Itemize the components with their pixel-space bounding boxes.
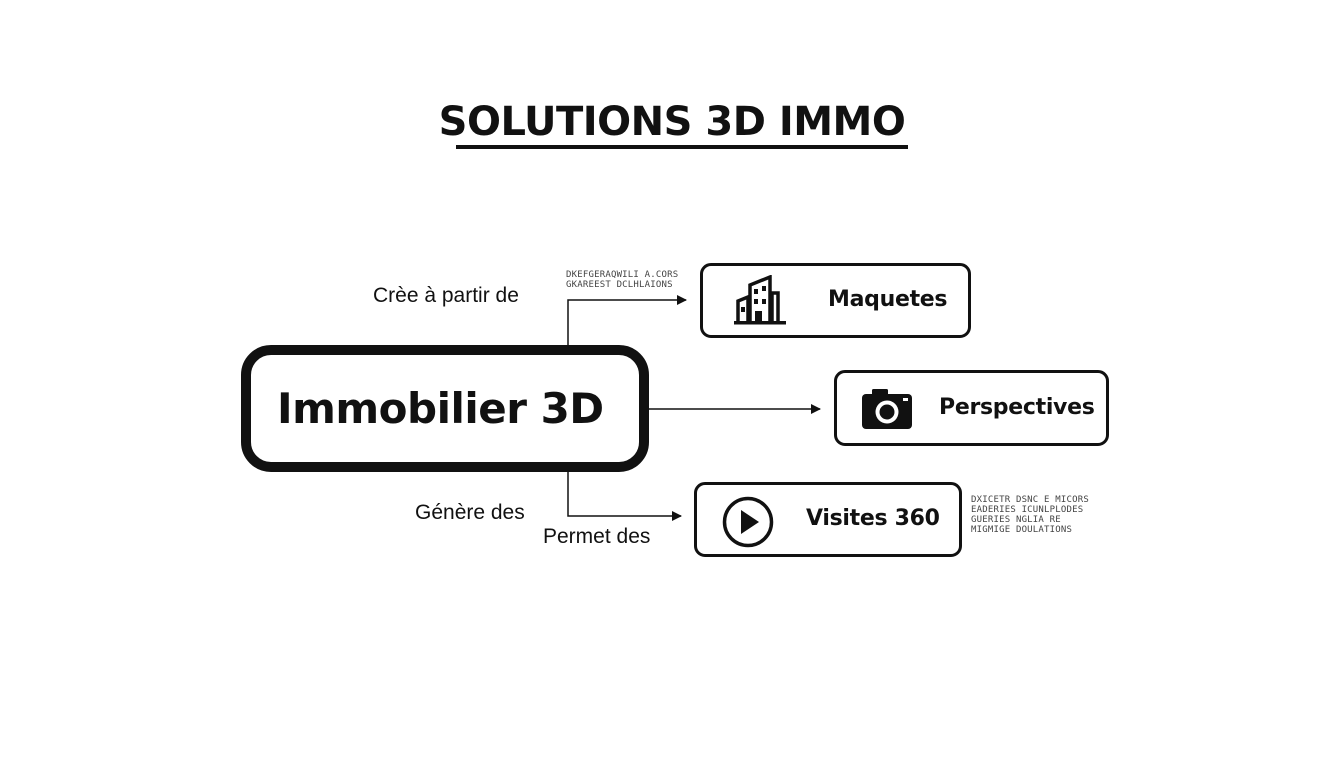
connector-visites	[567, 472, 682, 521]
camera-icon	[862, 389, 912, 429]
annotation-top-line: GKAREEST DCLHLAIONS	[566, 280, 673, 290]
annotation-right: DXICETR DSNC E MICORS EADERIES ICUNLPLOD…	[971, 495, 1089, 535]
node-perspectives[interactable]: Perspectives	[834, 370, 1109, 446]
edge-label-top: Crèe à partir de	[373, 284, 519, 307]
annotation-right-line: MIGMIGE DOULATIONS	[971, 525, 1073, 535]
edge-label-bottom-right: Permet des	[543, 525, 651, 548]
play-icon	[722, 496, 774, 548]
connector-maquetes	[567, 295, 687, 345]
annotation-top: DKEFGERAQWILI A.CORS GKAREEST DCLHLAIONS	[566, 270, 678, 290]
center-node[interactable]: Immobilier 3D	[241, 345, 649, 472]
diagram-title: SOLUTIONS 3D IMMO	[438, 99, 906, 145]
node-maquetes[interactable]: Maquetes	[700, 263, 971, 338]
annotation-top-line: DKEFGERAQWILI A.CORS	[566, 270, 679, 280]
node-maquetes-label: Maquetes	[828, 287, 948, 312]
edge-label-bottom-left: Génère des	[415, 501, 525, 524]
node-visites-label: Visites 360	[806, 506, 940, 531]
annotation-right-line: GUERIES NGLIA RE	[971, 515, 1061, 525]
node-visites[interactable]: Visites 360	[694, 482, 962, 557]
annotation-right-line: EADERIES ICUNLPLODES	[971, 505, 1084, 515]
building-icon	[734, 275, 786, 325]
node-perspectives-label: Perspectives	[939, 395, 1095, 420]
title-underline	[456, 145, 908, 149]
annotation-right-line: DXICETR DSNC E MICORS	[971, 495, 1089, 505]
center-node-label: Immobilier 3D	[277, 384, 604, 433]
